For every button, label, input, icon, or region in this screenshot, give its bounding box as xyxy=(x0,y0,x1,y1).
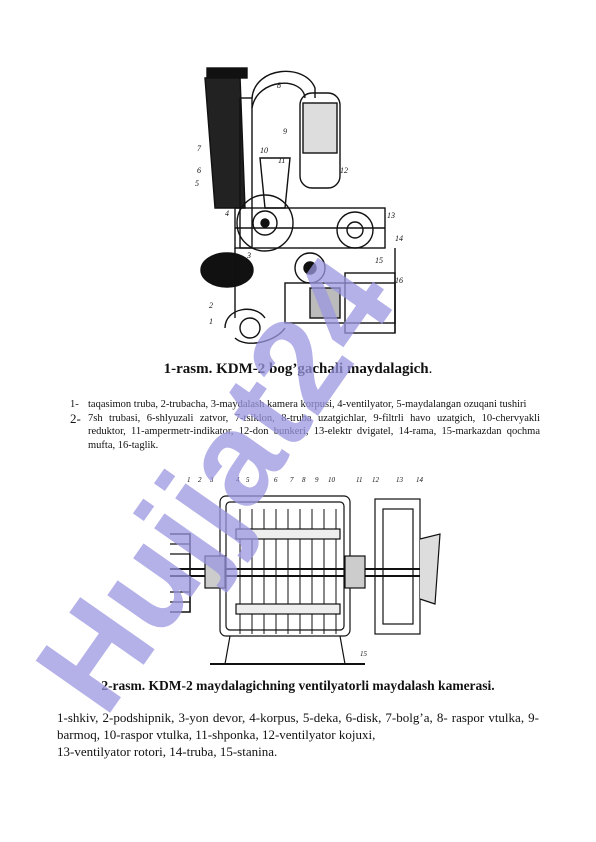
fig2-label: 13 xyxy=(396,476,404,484)
fig2-label: 1 xyxy=(187,476,191,484)
figure-1-caption-period: . xyxy=(428,361,433,377)
figure-1-legend: 1- taqasimon truba, 2-trubacha, 3-maydal… xyxy=(70,398,540,452)
legend2-line: 1-shkiv, 2-podshipnik, 3-yon devor, 4-ko… xyxy=(57,710,539,742)
fig2-label: 12 xyxy=(372,476,380,484)
fig1-label: 4 xyxy=(225,209,229,218)
legend-row: 1- taqasimon truba, 2-trubacha, 3-maydal… xyxy=(70,398,540,412)
fig2-label: 5 xyxy=(246,476,250,484)
fig2-label: 3 xyxy=(209,476,214,484)
fig2-label: 8 xyxy=(302,476,306,484)
figure-2-drawing: 1 2 3 4 5 6 7 8 9 10 11 12 13 14 15 xyxy=(170,476,441,665)
fig2-label: 11 xyxy=(356,476,362,484)
fig2-label: 15 xyxy=(360,650,368,658)
fig1-label: 6 xyxy=(197,166,201,175)
fig2-label: 14 xyxy=(416,476,424,484)
figure-1-drawing: 1 2 3 4 5 6 7 8 9 10 11 12 13 14 15 16 xyxy=(195,67,403,344)
legend2-line: 13-ventilyator rotori, 14-truba, 15-stan… xyxy=(57,744,278,759)
fig1-label: 15 xyxy=(375,256,383,265)
legend-text: taqasimon truba, 2-trubacha, 3-maydalash… xyxy=(88,399,527,410)
fig1-label: 2 xyxy=(209,301,213,310)
figure-1-caption-text: 1-rasm. KDM-2 bog’gachali maydalagich xyxy=(163,361,429,377)
fig1-label: 11 xyxy=(278,156,285,165)
legend-row: 2- 7sh trubasi, 6-shlyuzali zatvor, 7-ts… xyxy=(70,410,540,453)
legend-number: 2- xyxy=(70,410,81,426)
fig1-label: 14 xyxy=(395,234,403,243)
fig2-label: 2 xyxy=(198,476,202,484)
fig1-label: 1 xyxy=(209,317,213,326)
fig1-label: 9 xyxy=(283,127,287,136)
figure-2-caption: 2-rasm. KDM-2 maydalagichning ventilyato… xyxy=(101,678,495,693)
fig1-label: 12 xyxy=(340,166,348,175)
legend-number: 1- xyxy=(70,399,79,410)
fig2-label: 4 xyxy=(236,476,240,484)
fig2-label: 10 xyxy=(328,476,336,484)
fig1-label: 16 xyxy=(395,276,403,285)
fig1-label: 10 xyxy=(260,146,268,155)
fig2-label: 7 xyxy=(290,476,294,484)
figure-2-legend: 1-shkiv, 2-podshipnik, 3-yon devor, 4-ko… xyxy=(57,709,539,760)
fig2-label: 6 xyxy=(274,476,278,484)
fig2-label: 9 xyxy=(315,476,319,484)
fig1-label: 8 xyxy=(277,81,281,90)
legend-text: 7sh trubasi, 6-shlyuzali zatvor, 7-tsikl… xyxy=(88,412,540,451)
figure-1-caption: 1-rasm. KDM-2 bog’gachali maydalagich. xyxy=(0,361,596,378)
fig1-label: 13 xyxy=(387,211,395,220)
fig1-label: 7 xyxy=(197,144,202,153)
fig1-label: 5 xyxy=(195,179,199,188)
fig1-label: 3 xyxy=(246,251,251,260)
